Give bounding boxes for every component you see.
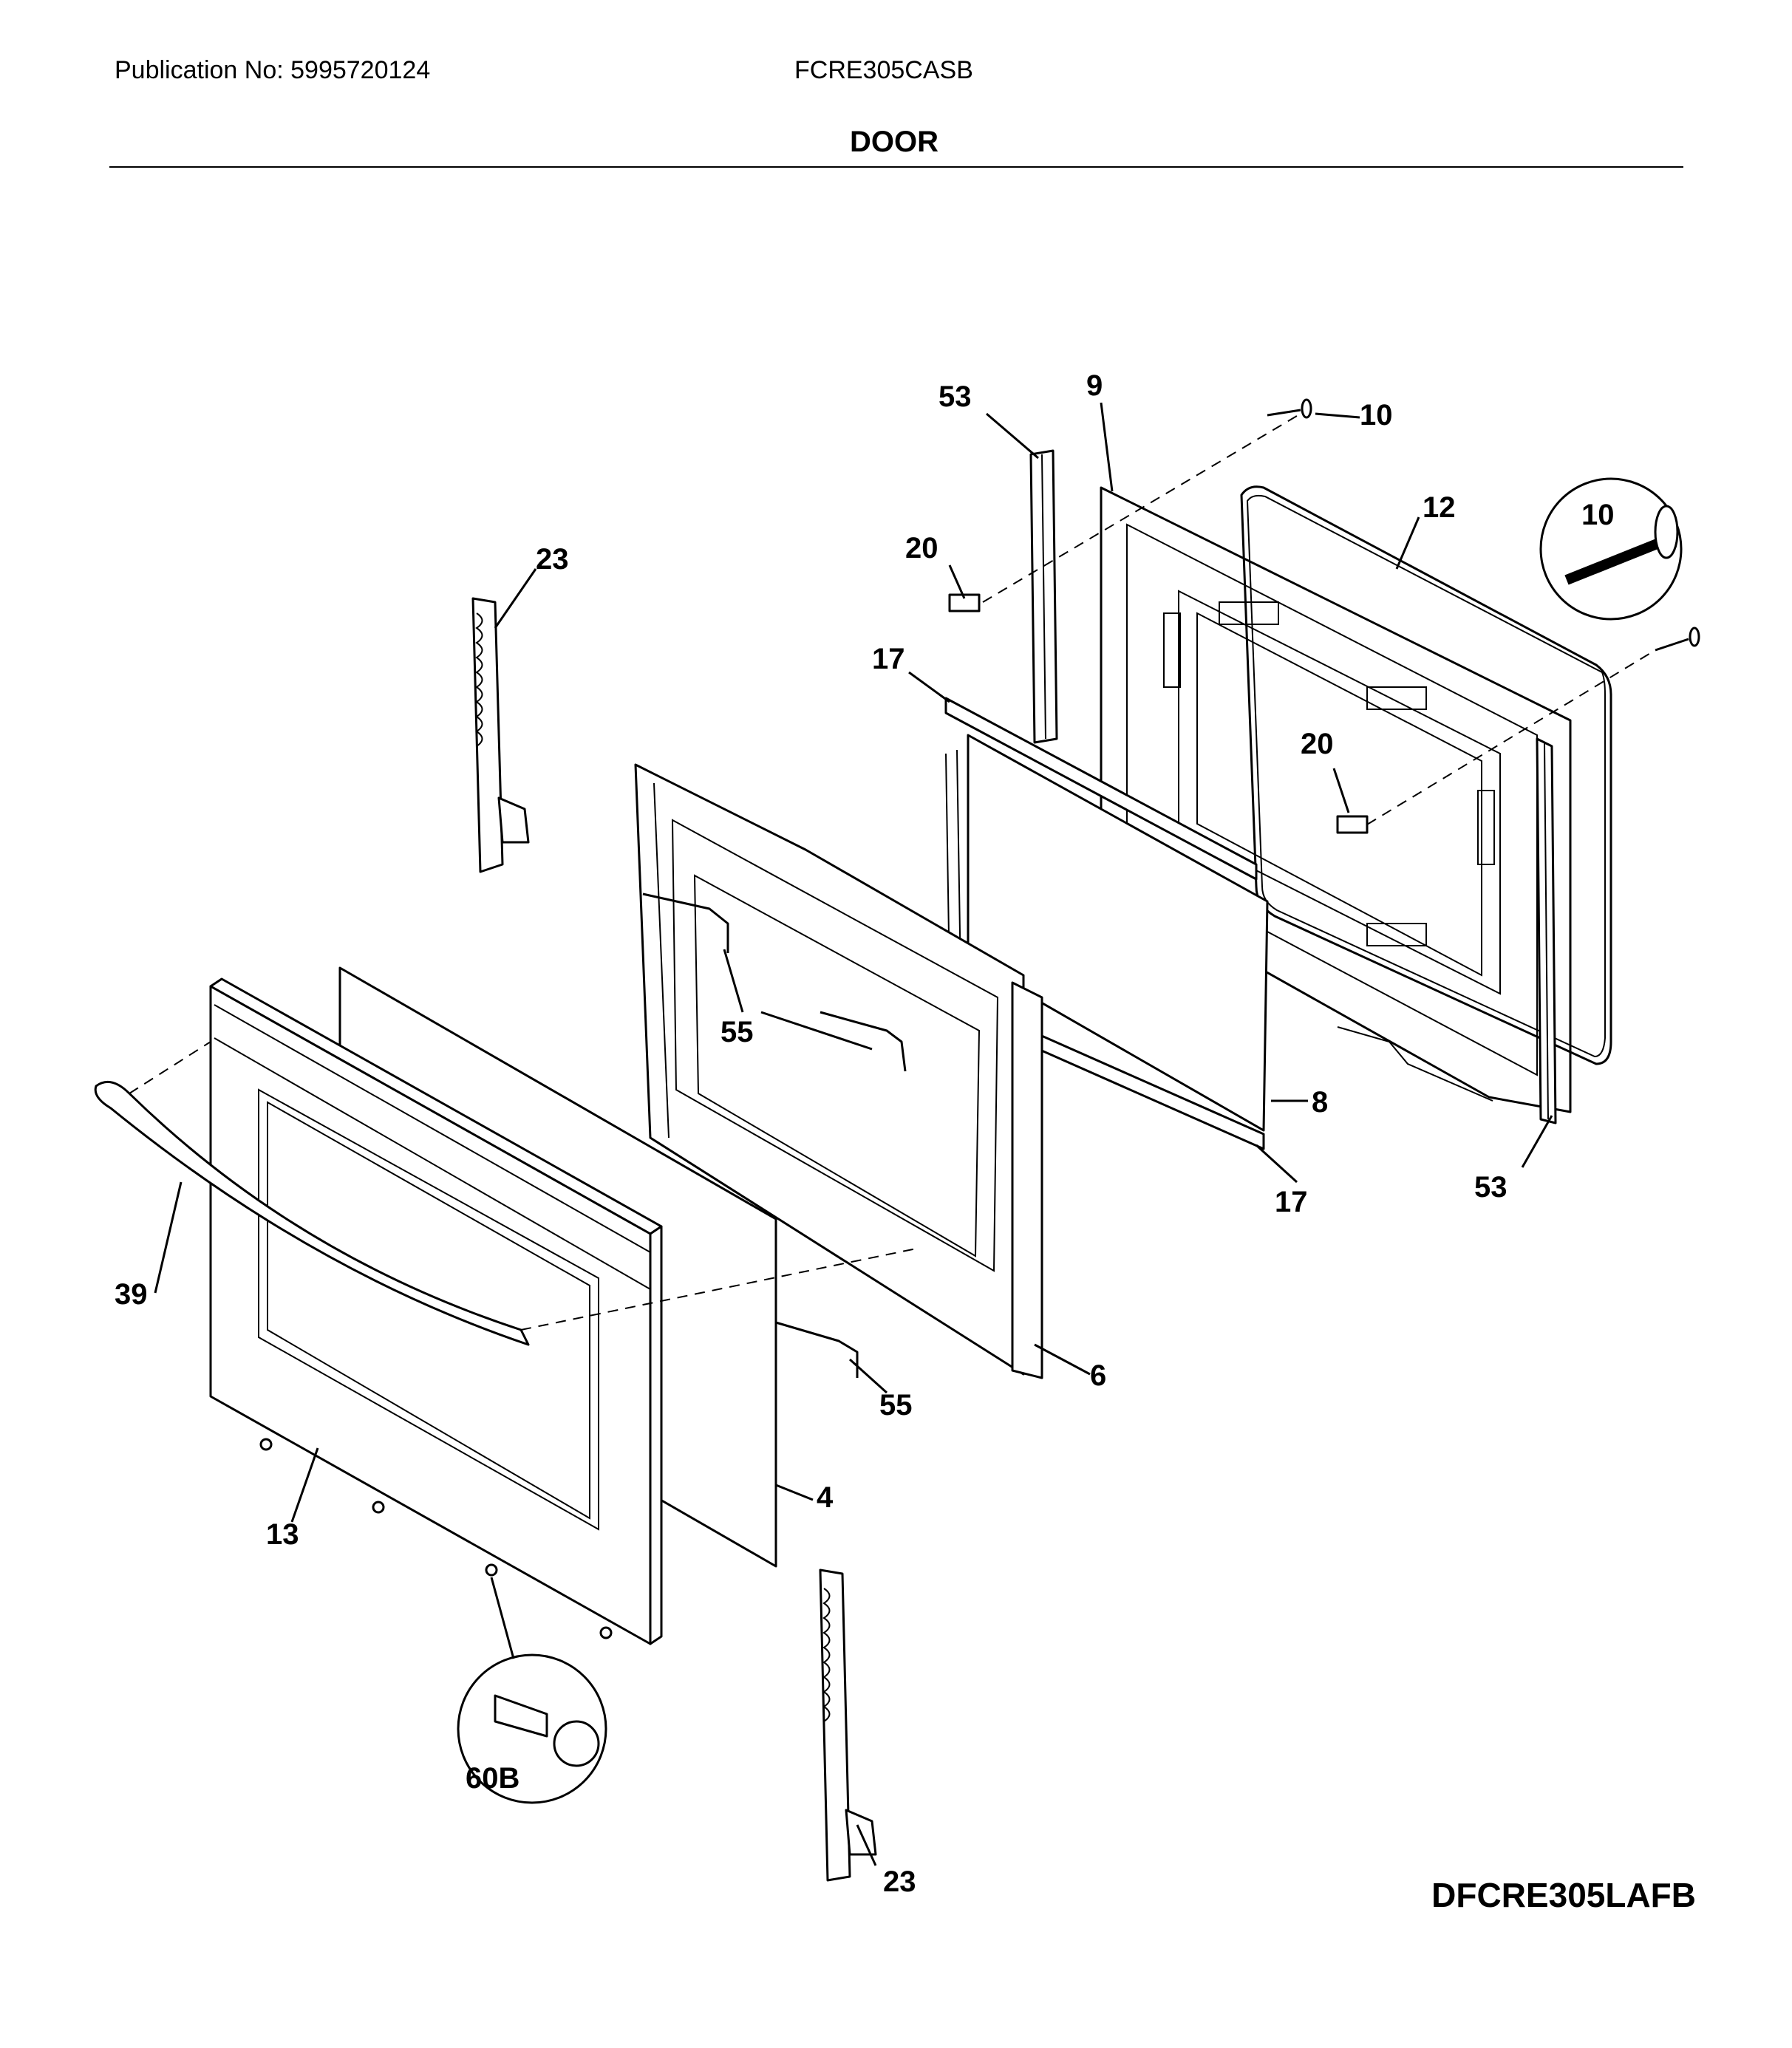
callout-20-upper: 20 [905,532,938,564]
outer-door-panel-part-13 [209,977,663,1645]
hinge-part-23-bottom [819,1569,877,1882]
header-rule [109,166,1683,168]
glass-clip-part-55-b [820,1011,907,1072]
model-number: FCRE305CASB [794,56,973,84]
side-channel-part-53-top [1029,449,1058,744]
callout-23-bottom: 23 [883,1866,916,1898]
frame-screws-part-60b [259,1438,613,1804]
screw-part-10-top [1267,398,1312,419]
screw-part-10-right [1655,627,1700,652]
inner-door-panel-part-6 [634,763,1043,1379]
hinge-part-23-top [471,597,530,873]
callout-23-top: 23 [536,543,569,576]
leader-lines [154,402,1553,1866]
callout-60b: 60B [466,1762,519,1795]
glass-clip-part-55-c [775,1321,859,1378]
section-title: DOOR [850,126,938,158]
alignment-line-4 [520,1248,917,1331]
callout-17-top: 17 [872,643,905,675]
callout-9: 9 [1086,369,1103,402]
callout-17-bottom: 17 [1275,1186,1308,1218]
glass-spacer-part-20-a [948,593,981,612]
callout-10: 10 [1360,399,1393,431]
publication-number: Publication No: 5995720124 [115,56,431,84]
diagram-code: DFCRE305LAFB [1431,1876,1696,1914]
glass-clip-part-55-a [642,892,729,953]
callout-13: 13 [266,1518,299,1551]
glass-spacer-part-20-b [1336,815,1369,834]
glass-channel-part-17-top [944,697,1258,881]
alignment-line-3 [129,1041,211,1094]
callout-39: 39 [115,1278,148,1311]
callout-55-upper: 55 [720,1016,754,1048]
callout-12: 12 [1423,491,1456,524]
callout-4: 4 [817,1481,834,1514]
door-handle-part-39 [94,1080,530,1346]
callout-53-top: 53 [938,380,972,413]
callout-55-lower: 55 [879,1389,913,1421]
alignment-line-2 [1366,649,1656,825]
callout-6: 6 [1090,1359,1106,1392]
inner-glass-part-8 [945,734,1269,1132]
side-channel-part-53-right [1536,737,1557,1124]
callout-8: 8 [1312,1086,1328,1119]
callout-10-detail: 10 [1581,499,1615,531]
callout-53-bottom: 53 [1474,1171,1507,1204]
alignment-line-1 [982,413,1301,603]
screw-detail-circle-part-10 [1539,477,1683,621]
callout-20-lower: 20 [1301,728,1334,760]
